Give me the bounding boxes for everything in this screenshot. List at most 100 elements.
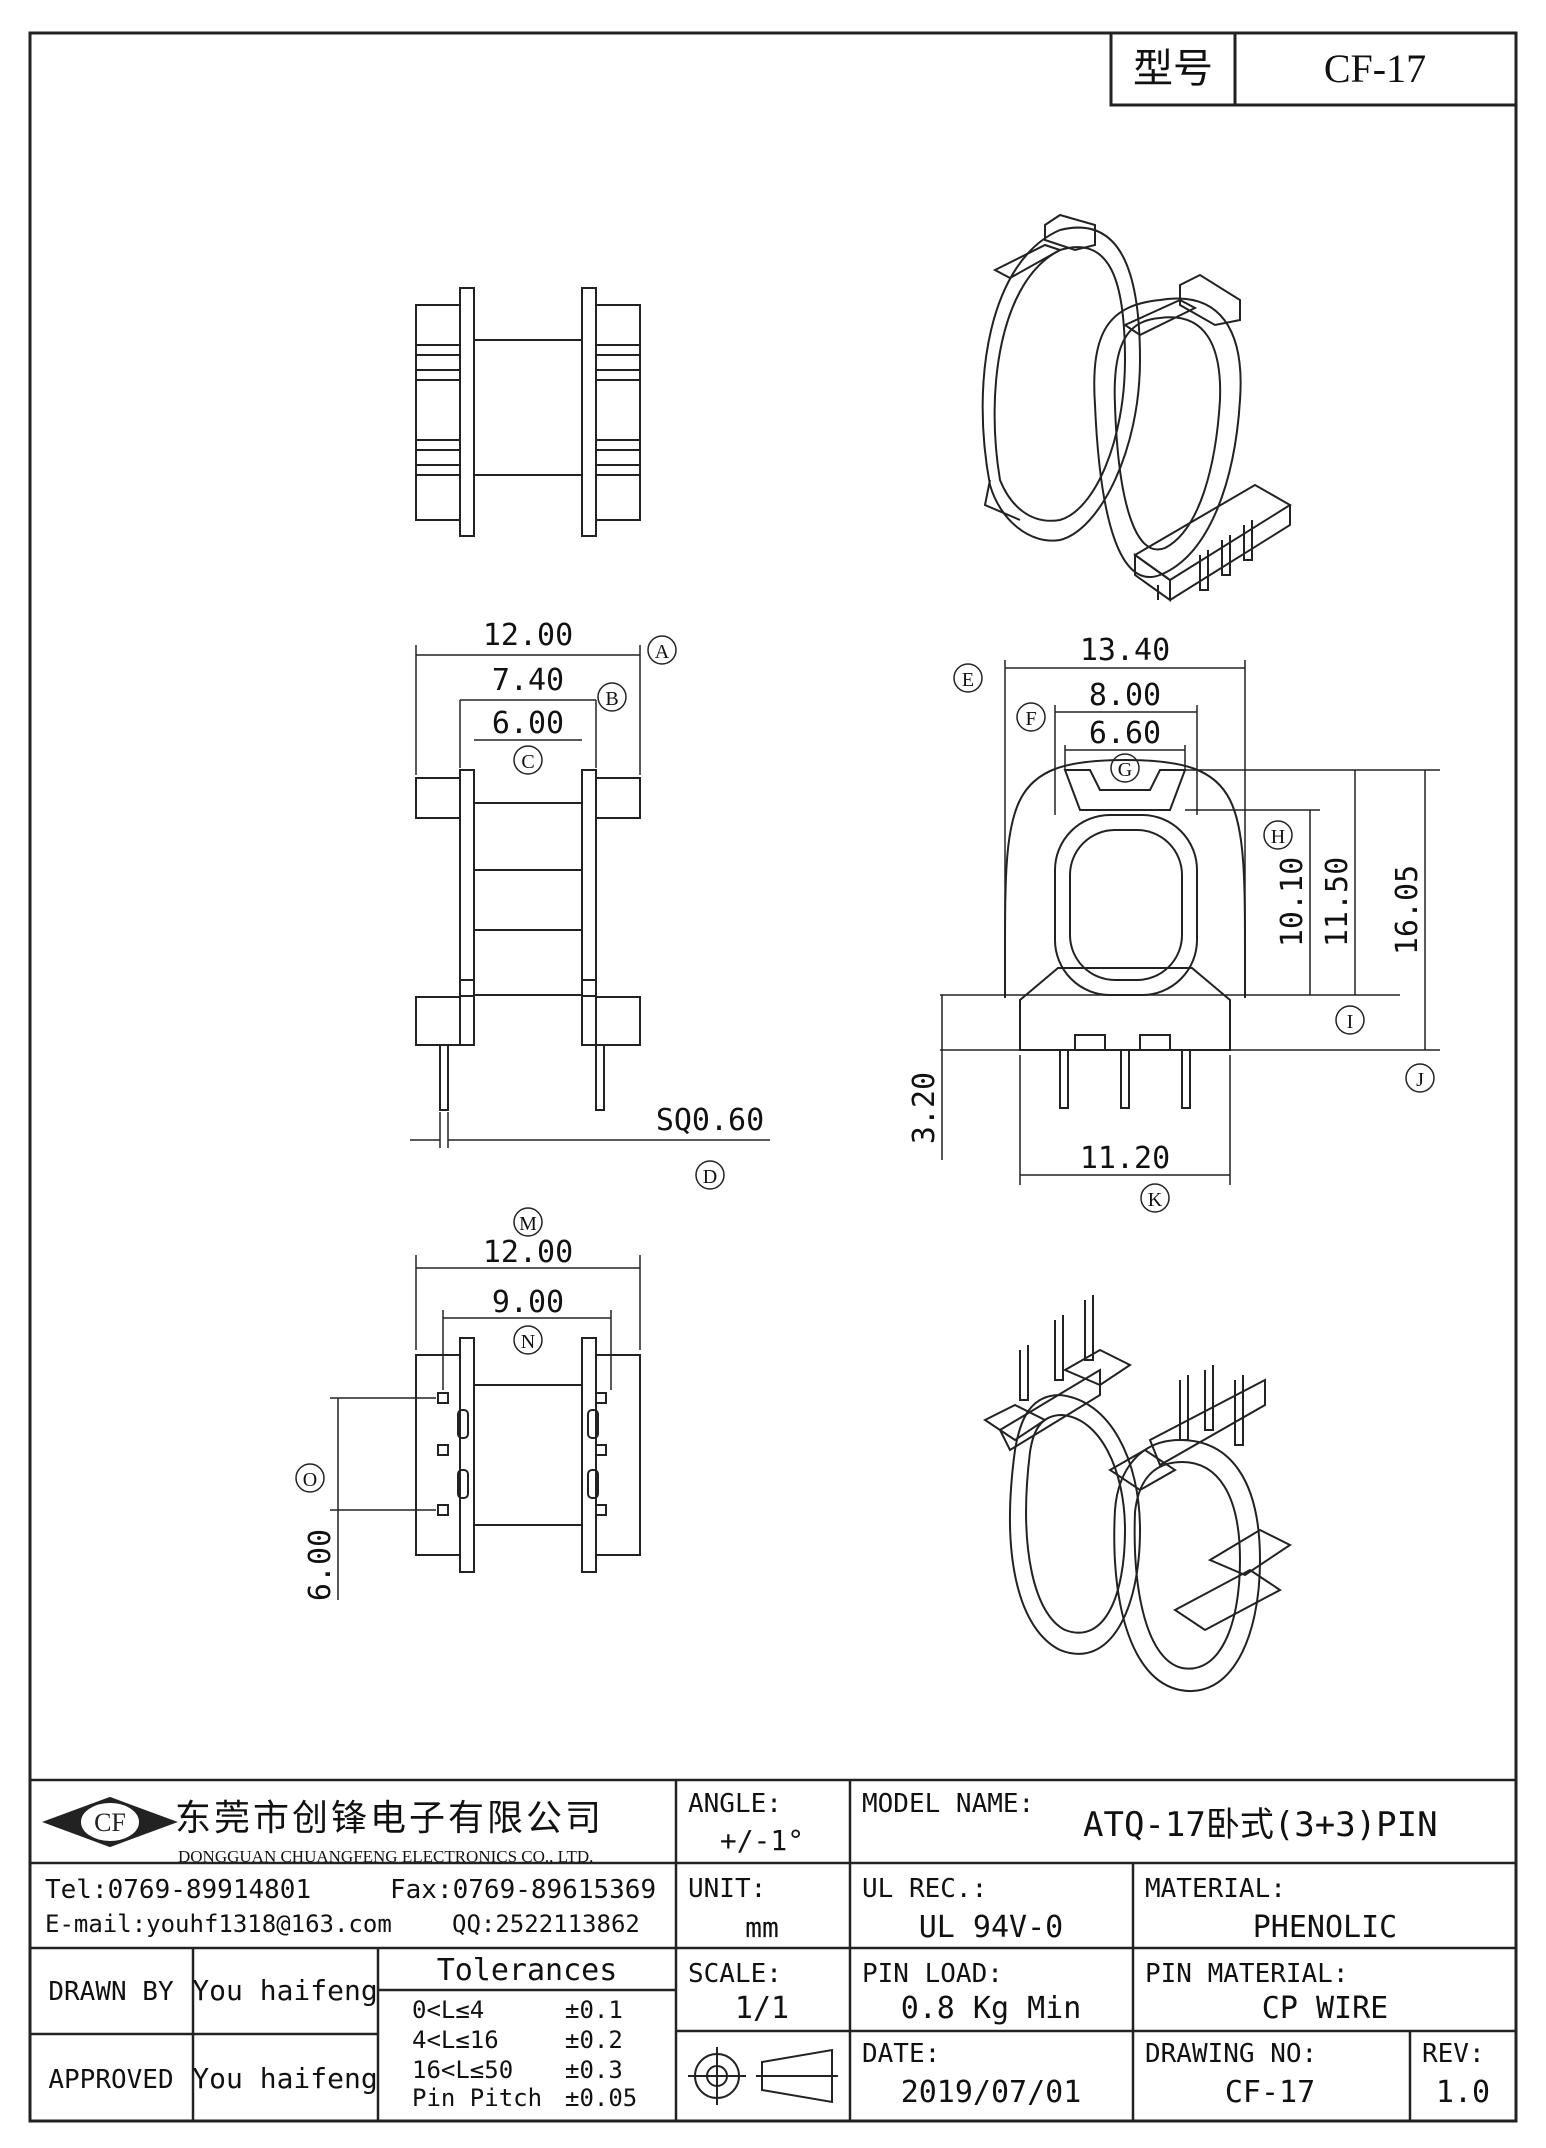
company-name-cn: 东莞市创锋电子有限公司 <box>175 1798 604 1839</box>
tolerance-range-2: 4<L≤16 <box>412 2026 499 2054</box>
svg-text:I: I <box>1347 1011 1354 1033</box>
tolerance-value-3: ±0.3 <box>565 2056 623 2084</box>
title-block-fields: ANGLE: +/-1° MODEL NAME: ATQ-17卧式(3+3)PI… <box>48 1789 1490 2112</box>
tolerance-value-4: ±0.05 <box>565 2084 637 2112</box>
dim-m-value: 12.00 <box>483 1235 573 1270</box>
dim-h-value: 10.10 <box>1275 857 1310 947</box>
dim-a-value: 12.00 <box>483 618 573 653</box>
tolerance-range-4: Pin Pitch <box>412 2084 542 2112</box>
marker-d: D <box>695 1160 725 1190</box>
marker-k: K <box>1140 1183 1170 1213</box>
scale-value: 1/1 <box>735 1991 789 2026</box>
company-logo: CF <box>42 1796 178 1848</box>
title-block <box>30 1778 1516 2121</box>
pin-load-label: PIN LOAD: <box>862 1959 1003 1989</box>
tolerance-value-2: ±0.2 <box>565 2026 623 2054</box>
marker-m: M <box>513 1207 543 1237</box>
dim-g-value: 6.60 <box>1089 716 1161 751</box>
dim-f-value: 8.00 <box>1089 678 1161 713</box>
tolerance-range-1: 0<L≤4 <box>412 1996 484 2024</box>
svg-text:J: J <box>1416 1069 1424 1091</box>
dim-pin-value: 3.20 <box>907 1072 942 1144</box>
svg-text:B: B <box>605 688 618 710</box>
svg-text:D: D <box>703 1166 717 1188</box>
dim-e-value: 13.40 <box>1080 633 1170 668</box>
svg-text:H: H <box>1271 826 1285 848</box>
tolerance-range-3: 16<L≤50 <box>412 2056 513 2084</box>
dim-k-value: 11.20 <box>1080 1141 1170 1176</box>
dim-c-value: 6.00 <box>492 706 564 741</box>
drawing-no-value: CF-17 <box>1225 2075 1315 2110</box>
svg-text:G: G <box>1118 759 1132 781</box>
model-value: CF-17 <box>1324 46 1426 91</box>
pin-material-value: CP WIRE <box>1262 1991 1388 2026</box>
side-view: 12.00 7.40 6.00 SQ0.60 A B C D <box>410 618 770 1190</box>
rev-value: 1.0 <box>1436 2075 1490 2110</box>
approved-value: You haifeng <box>192 2062 377 2095</box>
material-value: PHENOLIC <box>1253 1910 1398 1945</box>
dim-d-value: SQ0.60 <box>656 1103 764 1138</box>
marker-j: J <box>1405 1063 1435 1093</box>
drawn-by-label: DRAWN BY <box>48 1977 174 2007</box>
drawn-by-value: You haifeng <box>192 1974 377 2007</box>
svg-text:CF: CF <box>94 1808 126 1837</box>
marker-h: H <box>1263 820 1293 850</box>
svg-text:K: K <box>1148 1189 1163 1211</box>
isometric-view-bottom <box>983 1295 1292 1693</box>
svg-text:A: A <box>655 641 670 663</box>
company-info: 东莞市创锋电子有限公司 DONGGUAN CHUANGFENG ELECTRON… <box>45 1798 656 1938</box>
isometric-view-top <box>981 213 1292 602</box>
ul-label: UL REC.: <box>862 1874 987 1904</box>
marker-e: E <box>953 663 983 693</box>
ul-value: UL 94V-0 <box>919 1910 1064 1945</box>
dim-n-value: 9.00 <box>492 1285 564 1320</box>
dim-j-value: 16.05 <box>1390 865 1425 955</box>
company-qq: QQ:2522113862 <box>452 1910 640 1938</box>
svg-text:M: M <box>519 1213 537 1235</box>
bottom-view: 12.00 9.00 6.00 M N O <box>295 1207 641 1601</box>
rev-label: REV: <box>1422 2039 1485 2069</box>
marker-o: O <box>295 1463 325 1493</box>
tolerance-value-1: ±0.1 <box>565 1996 623 2024</box>
model-name-value: ATQ-17卧式(3+3)PIN <box>1083 1805 1438 1845</box>
marker-a: A <box>647 635 677 665</box>
projection-symbol-icon <box>688 2047 838 2105</box>
unit-value: mm <box>745 1911 779 1944</box>
date-value: 2019/07/01 <box>901 2075 1082 2110</box>
angle-value: +/-1° <box>720 1824 804 1857</box>
header-model-box: 型号 CF-17 <box>1109 31 1518 107</box>
marker-b: B <box>597 682 627 712</box>
company-fax: Fax:0769-89615369 <box>390 1875 656 1905</box>
material-label: MATERIAL: <box>1145 1874 1286 1904</box>
marker-f: F <box>1016 702 1046 732</box>
dim-o-value: 6.00 <box>303 1529 338 1601</box>
pin-material-label: PIN MATERIAL: <box>1145 1959 1349 1989</box>
marker-i: I <box>1335 1005 1365 1035</box>
model-label: 型号 <box>1133 46 1213 92</box>
company-tel: Tel:0769-89914801 <box>45 1875 311 1905</box>
angle-label: ANGLE: <box>688 1789 782 1819</box>
drawing-no-label: DRAWING NO: <box>1145 2039 1317 2069</box>
top-view <box>415 287 641 537</box>
marker-g: G <box>1110 753 1140 783</box>
company-name-en: DONGGUAN CHUANGFENG ELECTRONICS CO., LTD… <box>178 1847 593 1866</box>
company-email: E-mail:youhf1318@163.com <box>45 1910 392 1938</box>
tolerances-title: Tolerances <box>437 1953 618 1988</box>
dim-b-value: 7.40 <box>492 663 564 698</box>
pin-load-value: 0.8 Kg Min <box>901 1991 1082 2026</box>
marker-c: C <box>513 745 543 775</box>
date-label: DATE: <box>862 2039 940 2069</box>
svg-text:F: F <box>1025 708 1036 730</box>
model-name-label: MODEL NAME: <box>862 1789 1034 1819</box>
dim-i-value: 11.50 <box>1320 857 1355 947</box>
svg-text:N: N <box>521 1331 535 1353</box>
svg-text:O: O <box>303 1469 317 1491</box>
marker-n: N <box>513 1325 543 1355</box>
svg-text:E: E <box>962 669 974 691</box>
unit-label: UNIT: <box>688 1874 766 1904</box>
svg-text:C: C <box>521 751 534 773</box>
approved-label: APPROVED <box>48 2065 173 2095</box>
scale-label: SCALE: <box>688 1959 782 1989</box>
sheet-border <box>28 31 1518 2123</box>
